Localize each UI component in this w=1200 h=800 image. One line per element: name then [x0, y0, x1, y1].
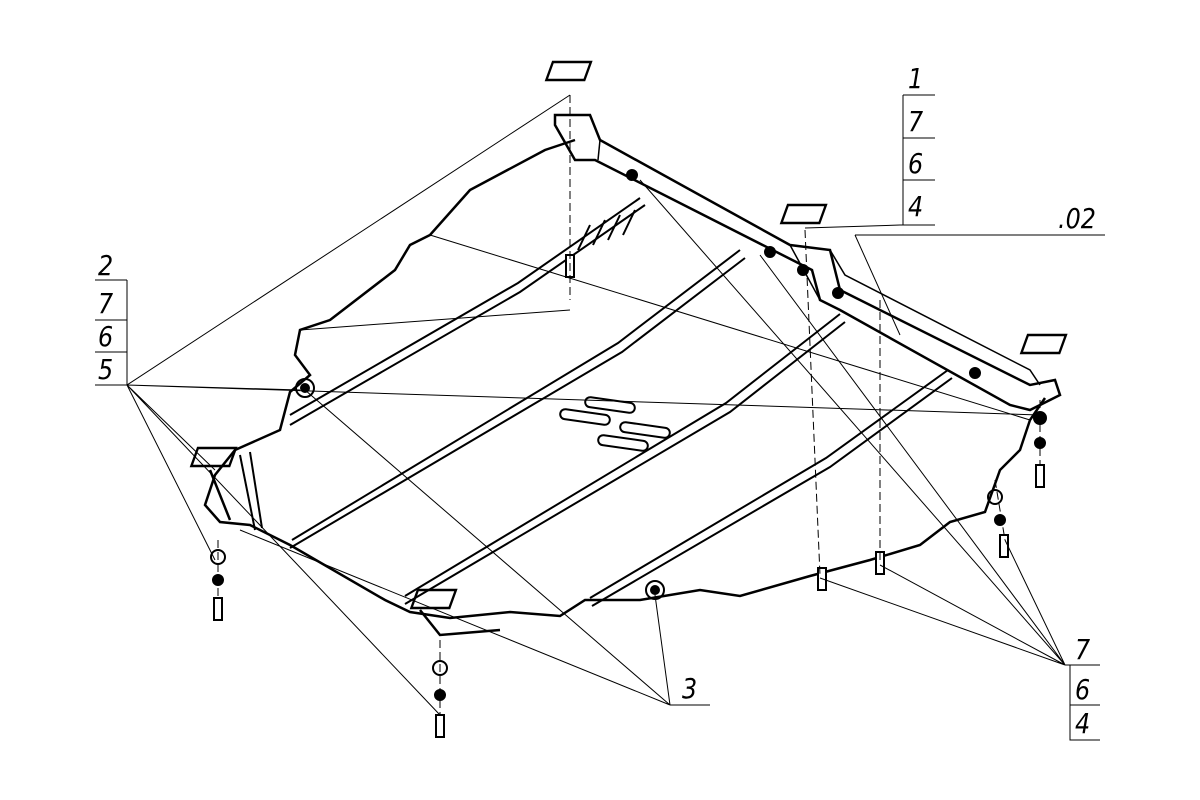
top-rail: [553, 113, 1062, 412]
callout-left-3: 6: [98, 320, 114, 353]
plate-ribs: [239, 197, 953, 607]
callout-part-ref: .02: [1058, 202, 1096, 235]
callout-bottom-right-1: 7: [1075, 633, 1091, 666]
plate-outline: [203, 138, 1047, 620]
callout-bottom: 3: [682, 672, 698, 705]
callout-left-2: 7: [98, 287, 114, 320]
callout-top-right-4: 4: [908, 190, 924, 223]
callout-bottom-right-2: 6: [1075, 673, 1091, 706]
center-slots: [559, 209, 671, 452]
leader-lines: [95, 94, 1105, 741]
callout-bottom-right-3: 4: [1075, 707, 1091, 740]
callout-left-1: 2: [98, 249, 114, 282]
callout-left-4: 5: [98, 353, 114, 386]
callout-top-right-2: 7: [908, 105, 924, 138]
clips: [189, 60, 1068, 637]
mount-points: [210, 169, 1047, 701]
callout-top-right-1: 1: [908, 62, 924, 95]
callout-top-right-3: 6: [908, 147, 924, 180]
